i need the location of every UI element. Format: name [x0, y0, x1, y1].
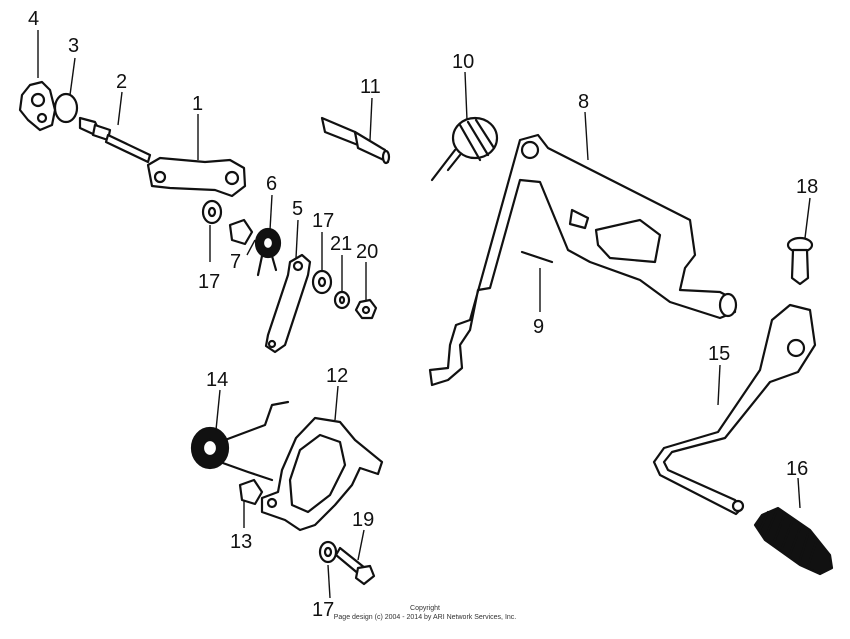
part-11-pin[interactable]: [320, 116, 391, 165]
part-20-nut[interactable]: [354, 298, 378, 320]
callout-13: 13: [230, 531, 252, 553]
callout-8: 8: [578, 91, 589, 113]
callout-10: 10: [452, 51, 474, 73]
part-19-bolt[interactable]: [334, 546, 376, 586]
part-18-bolt[interactable]: [786, 236, 814, 286]
part-1-arm[interactable]: [146, 156, 247, 198]
part-17-washer-c[interactable]: [318, 540, 338, 564]
callout-18: 18: [796, 176, 818, 198]
part-2-shaft[interactable]: [78, 116, 152, 164]
part-10-spring[interactable]: [430, 116, 499, 182]
part-12-plate[interactable]: [260, 416, 384, 532]
callout-12: 12: [326, 365, 348, 387]
copyright-line-1: Copyright: [410, 605, 440, 612]
part-9-spring[interactable]: [520, 250, 554, 264]
callout-6: 6: [266, 173, 277, 195]
callout-17a: 17: [198, 271, 220, 293]
part-21-washer[interactable]: [333, 290, 351, 310]
part-6-spring[interactable]: [254, 227, 282, 277]
callout-9: 9: [533, 316, 544, 338]
part-17-washer-b[interactable]: [311, 269, 333, 295]
callout-21: 21: [330, 233, 352, 255]
part-14-spring[interactable]: [190, 400, 290, 482]
callout-17c: 17: [312, 599, 334, 621]
callout-5: 5: [292, 198, 303, 220]
callout-15: 15: [708, 343, 730, 365]
part-13-collar[interactable]: [238, 478, 264, 506]
callout-16: 16: [786, 458, 808, 480]
callout-19: 19: [352, 509, 374, 531]
part-15-kick-lever[interactable]: [652, 303, 817, 516]
callout-4: 4: [28, 8, 39, 30]
part-7-collar[interactable]: [228, 218, 254, 246]
leader-lines: [37, 30, 811, 599]
part-8-side-stand[interactable]: [428, 133, 738, 387]
part-3-oring[interactable]: [53, 92, 79, 124]
part-16-grip[interactable]: [753, 506, 834, 576]
copyright-line-2: Page design (c) 2004 - 2014 by ARI Netwo…: [334, 614, 517, 621]
part-5-lever[interactable]: [264, 253, 312, 354]
callout-1: 1: [192, 93, 203, 115]
callout-3: 3: [68, 35, 79, 57]
callout-17b: 17: [312, 210, 334, 232]
callout-14: 14: [206, 369, 228, 391]
callout-2: 2: [116, 71, 127, 93]
callout-20: 20: [356, 241, 378, 263]
callout-11: 11: [360, 76, 381, 98]
callout-7: 7: [230, 251, 241, 273]
part-4-bracket[interactable]: [18, 80, 57, 132]
part-17-washer-a[interactable]: [201, 199, 223, 225]
